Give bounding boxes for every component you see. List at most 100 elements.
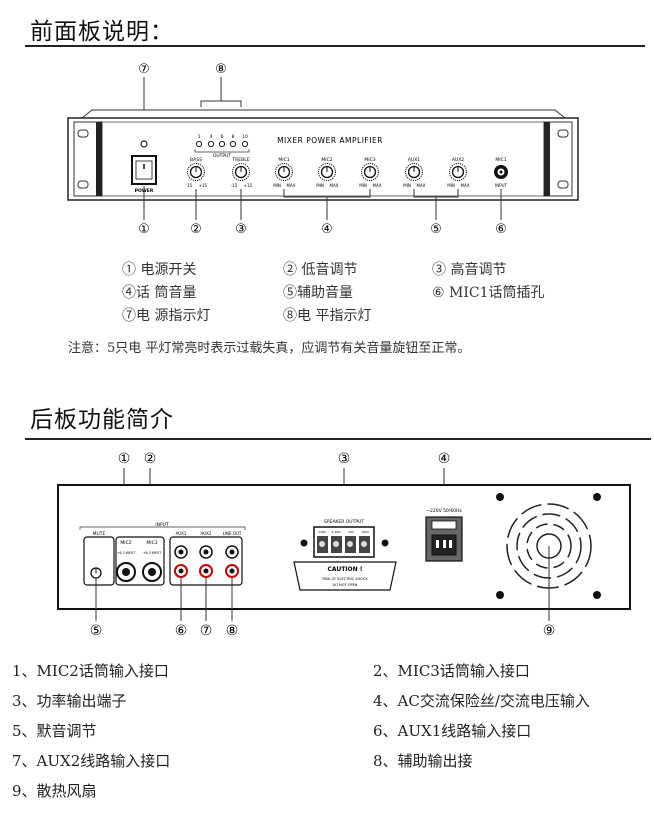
svg-text:MIN: MIN — [447, 183, 455, 188]
svg-text:-15: -15 — [231, 183, 238, 188]
rear-callout-9: ⑨ — [543, 623, 556, 639]
rear-item-1: 1、MIC2话筒输入接口 — [12, 662, 169, 680]
power-switch — [131, 155, 157, 185]
svg-text:MIN: MIN — [316, 183, 324, 188]
svg-text:8: 8 — [232, 134, 235, 140]
svg-text:10: 10 — [242, 134, 248, 140]
svg-text:INPUT: INPUT — [155, 522, 169, 528]
rear-item-9: 9、散热风扇 — [12, 782, 97, 800]
svg-text:+6.3 INPUT: +6.3 INPUT — [117, 551, 135, 555]
svg-text:MAX: MAX — [461, 183, 470, 188]
rear-item-8: 8、辅助输出接 — [373, 752, 473, 770]
knob-aux2: AUX2 MIN MAX — [447, 157, 470, 188]
svg-text:~220V 50/60Hz: ~220V 50/60Hz — [426, 508, 462, 514]
caution-label: CAUTION ! RISK OF ELECTRIC SHOCK DO NOT … — [293, 561, 397, 591]
knob-mic1: MIC1 MIN MAX — [273, 157, 296, 188]
callout-7: ⑦ — [138, 62, 150, 77]
rear-callout-8: ⑧ — [226, 623, 239, 639]
svg-text:COM: COM — [318, 530, 325, 534]
callout-4: ④ — [321, 222, 333, 237]
legend-mic1-jack: ⑥ MIC1话筒插孔 — [432, 285, 545, 301]
svg-text:MIN: MIN — [273, 183, 281, 188]
rear-callout-2: ② — [144, 451, 157, 467]
legend-aux-volume: ⑤辅助音量 — [283, 285, 353, 301]
legend-level-led: ⑧电 平指示灯 — [283, 308, 372, 324]
svg-text:SPEAKER OUTPUT: SPEAKER OUTPUT — [324, 519, 364, 525]
knob-treble: TREBLE -15 +15 — [231, 157, 253, 188]
mic1-input-jack: MIC1 INPUT — [494, 157, 508, 188]
rear-item-3: 3、功率输出端子 — [12, 692, 127, 710]
svg-text:6: 6 — [221, 134, 224, 140]
legend-power-switch: ① 电源开关 — [122, 262, 197, 278]
rear-callout-3: ③ — [338, 451, 351, 467]
svg-text:MIC1: MIC1 — [278, 157, 289, 163]
ac-power-inlet: ~220V 50/60Hz — [425, 508, 463, 562]
svg-text:BASS: BASS — [190, 157, 202, 163]
svg-text:DO NOT OPEN: DO NOT OPEN — [333, 583, 358, 587]
svg-text:MIC1: MIC1 — [495, 157, 506, 163]
legend-power-led: ⑦电 源指示灯 — [122, 308, 211, 324]
aux1-rca-jacks — [174, 545, 188, 578]
speaker-output-terminals: SPEAKER OUTPUT COM 4-16Ω 70V 100V — [300, 519, 389, 558]
rear-item-7: 7、AUX2线路输入接口 — [12, 752, 171, 770]
svg-text:MIC3: MIC3 — [146, 540, 157, 546]
input-block: INPUT MUTE MIC2 MIC3 +6.3 INPUT +6.3 INP… — [79, 522, 246, 586]
svg-text:MUTE: MUTE — [93, 531, 106, 537]
legend-bass: ② 低音调节 — [283, 262, 358, 278]
rear-callout-6: ⑥ — [175, 623, 188, 639]
svg-text:AUX1: AUX1 — [176, 531, 187, 536]
output-level-leds: 1 4 6 8 10 OUTPUT — [194, 134, 250, 159]
svg-text:TREBLE: TREBLE — [231, 157, 249, 163]
callout-6: ⑥ — [495, 222, 507, 237]
svg-text:AUX2: AUX2 — [201, 531, 212, 536]
rear-callout-5: ⑤ — [90, 623, 103, 639]
legend-treble: ③ 高音调节 — [432, 262, 507, 278]
front-panel-diagram: ⑦ ⑧ POWER 1 4 6 8 10 OUTPUT MIXER POWER … — [67, 62, 579, 237]
led-scale-labels: 1 4 6 8 10 — [198, 134, 248, 140]
rear-item-5: 5、默音调节 — [12, 722, 97, 740]
svg-text:CAUTION !: CAUTION ! — [327, 566, 362, 573]
callout-3: ③ — [235, 222, 247, 237]
svg-text:MIC2: MIC2 — [321, 157, 332, 163]
rear-callout-7: ⑦ — [200, 623, 213, 639]
svg-text:MIC3: MIC3 — [364, 157, 375, 163]
rear-item-2: 2、MIC3话筒输入接口 — [373, 662, 530, 680]
svg-text:OUTPUT: OUTPUT — [213, 153, 232, 159]
svg-text:AUX1: AUX1 — [408, 157, 420, 163]
rear-item-6: 6、AUX1线路输入接口 — [373, 722, 532, 740]
legend-mic-volume: ④话 筒音量 — [122, 285, 197, 301]
svg-text:AUX2: AUX2 — [452, 157, 464, 163]
svg-text:1: 1 — [198, 134, 201, 140]
knob-aux1: AUX1 MIN MAX — [403, 157, 426, 188]
amplifier-chassis — [67, 117, 579, 201]
panel-model-title: MIXER POWER AMPLIFIER — [277, 136, 383, 145]
svg-text:MAX: MAX — [373, 183, 382, 188]
svg-text:+15: +15 — [199, 183, 208, 188]
svg-text:MIC2: MIC2 — [120, 540, 131, 546]
knob-bass: BASS -15 +15 — [186, 157, 208, 188]
rear-item-4: 4、AC交流保险丝/交流电压输入 — [373, 692, 590, 710]
front-panel-title: 前面板说明： — [30, 19, 174, 45]
svg-text:MIN: MIN — [359, 183, 367, 188]
svg-text:+6.3 INPUT: +6.3 INPUT — [143, 551, 161, 555]
line-out-rca-jacks — [225, 545, 239, 578]
callout-1: ① — [138, 222, 150, 237]
callout-8: ⑧ — [215, 62, 227, 77]
rear-panel-title: 后板功能简介 — [30, 407, 174, 433]
svg-text:70V: 70V — [348, 530, 355, 534]
knob-mic3: MIC3 MIN MAX — [359, 157, 382, 188]
knob-mic2: MIC2 MIN MAX — [316, 157, 339, 188]
overload-note: 注意：5只电 平灯常亮时表示过载失真，应调节有关音量旋钮至正常。 — [68, 341, 471, 356]
svg-text:4-16Ω: 4-16Ω — [331, 530, 341, 534]
svg-text:-15: -15 — [186, 183, 193, 188]
rear-callout-1: ① — [118, 451, 131, 467]
svg-text:4: 4 — [210, 134, 213, 140]
power-led-indicator — [140, 140, 148, 148]
rear-panel-diagram: ① ② ③ ④ INPUT MUTE MIC2 MIC3 +6.3 INPUT … — [57, 451, 631, 639]
callout-2: ② — [190, 222, 202, 237]
svg-text:+15: +15 — [244, 183, 253, 188]
callout-5: ⑤ — [430, 222, 442, 237]
svg-text:MAX: MAX — [417, 183, 426, 188]
svg-text:INPUT: INPUT — [495, 183, 508, 188]
svg-text:LINE OUT: LINE OUT — [223, 531, 242, 536]
